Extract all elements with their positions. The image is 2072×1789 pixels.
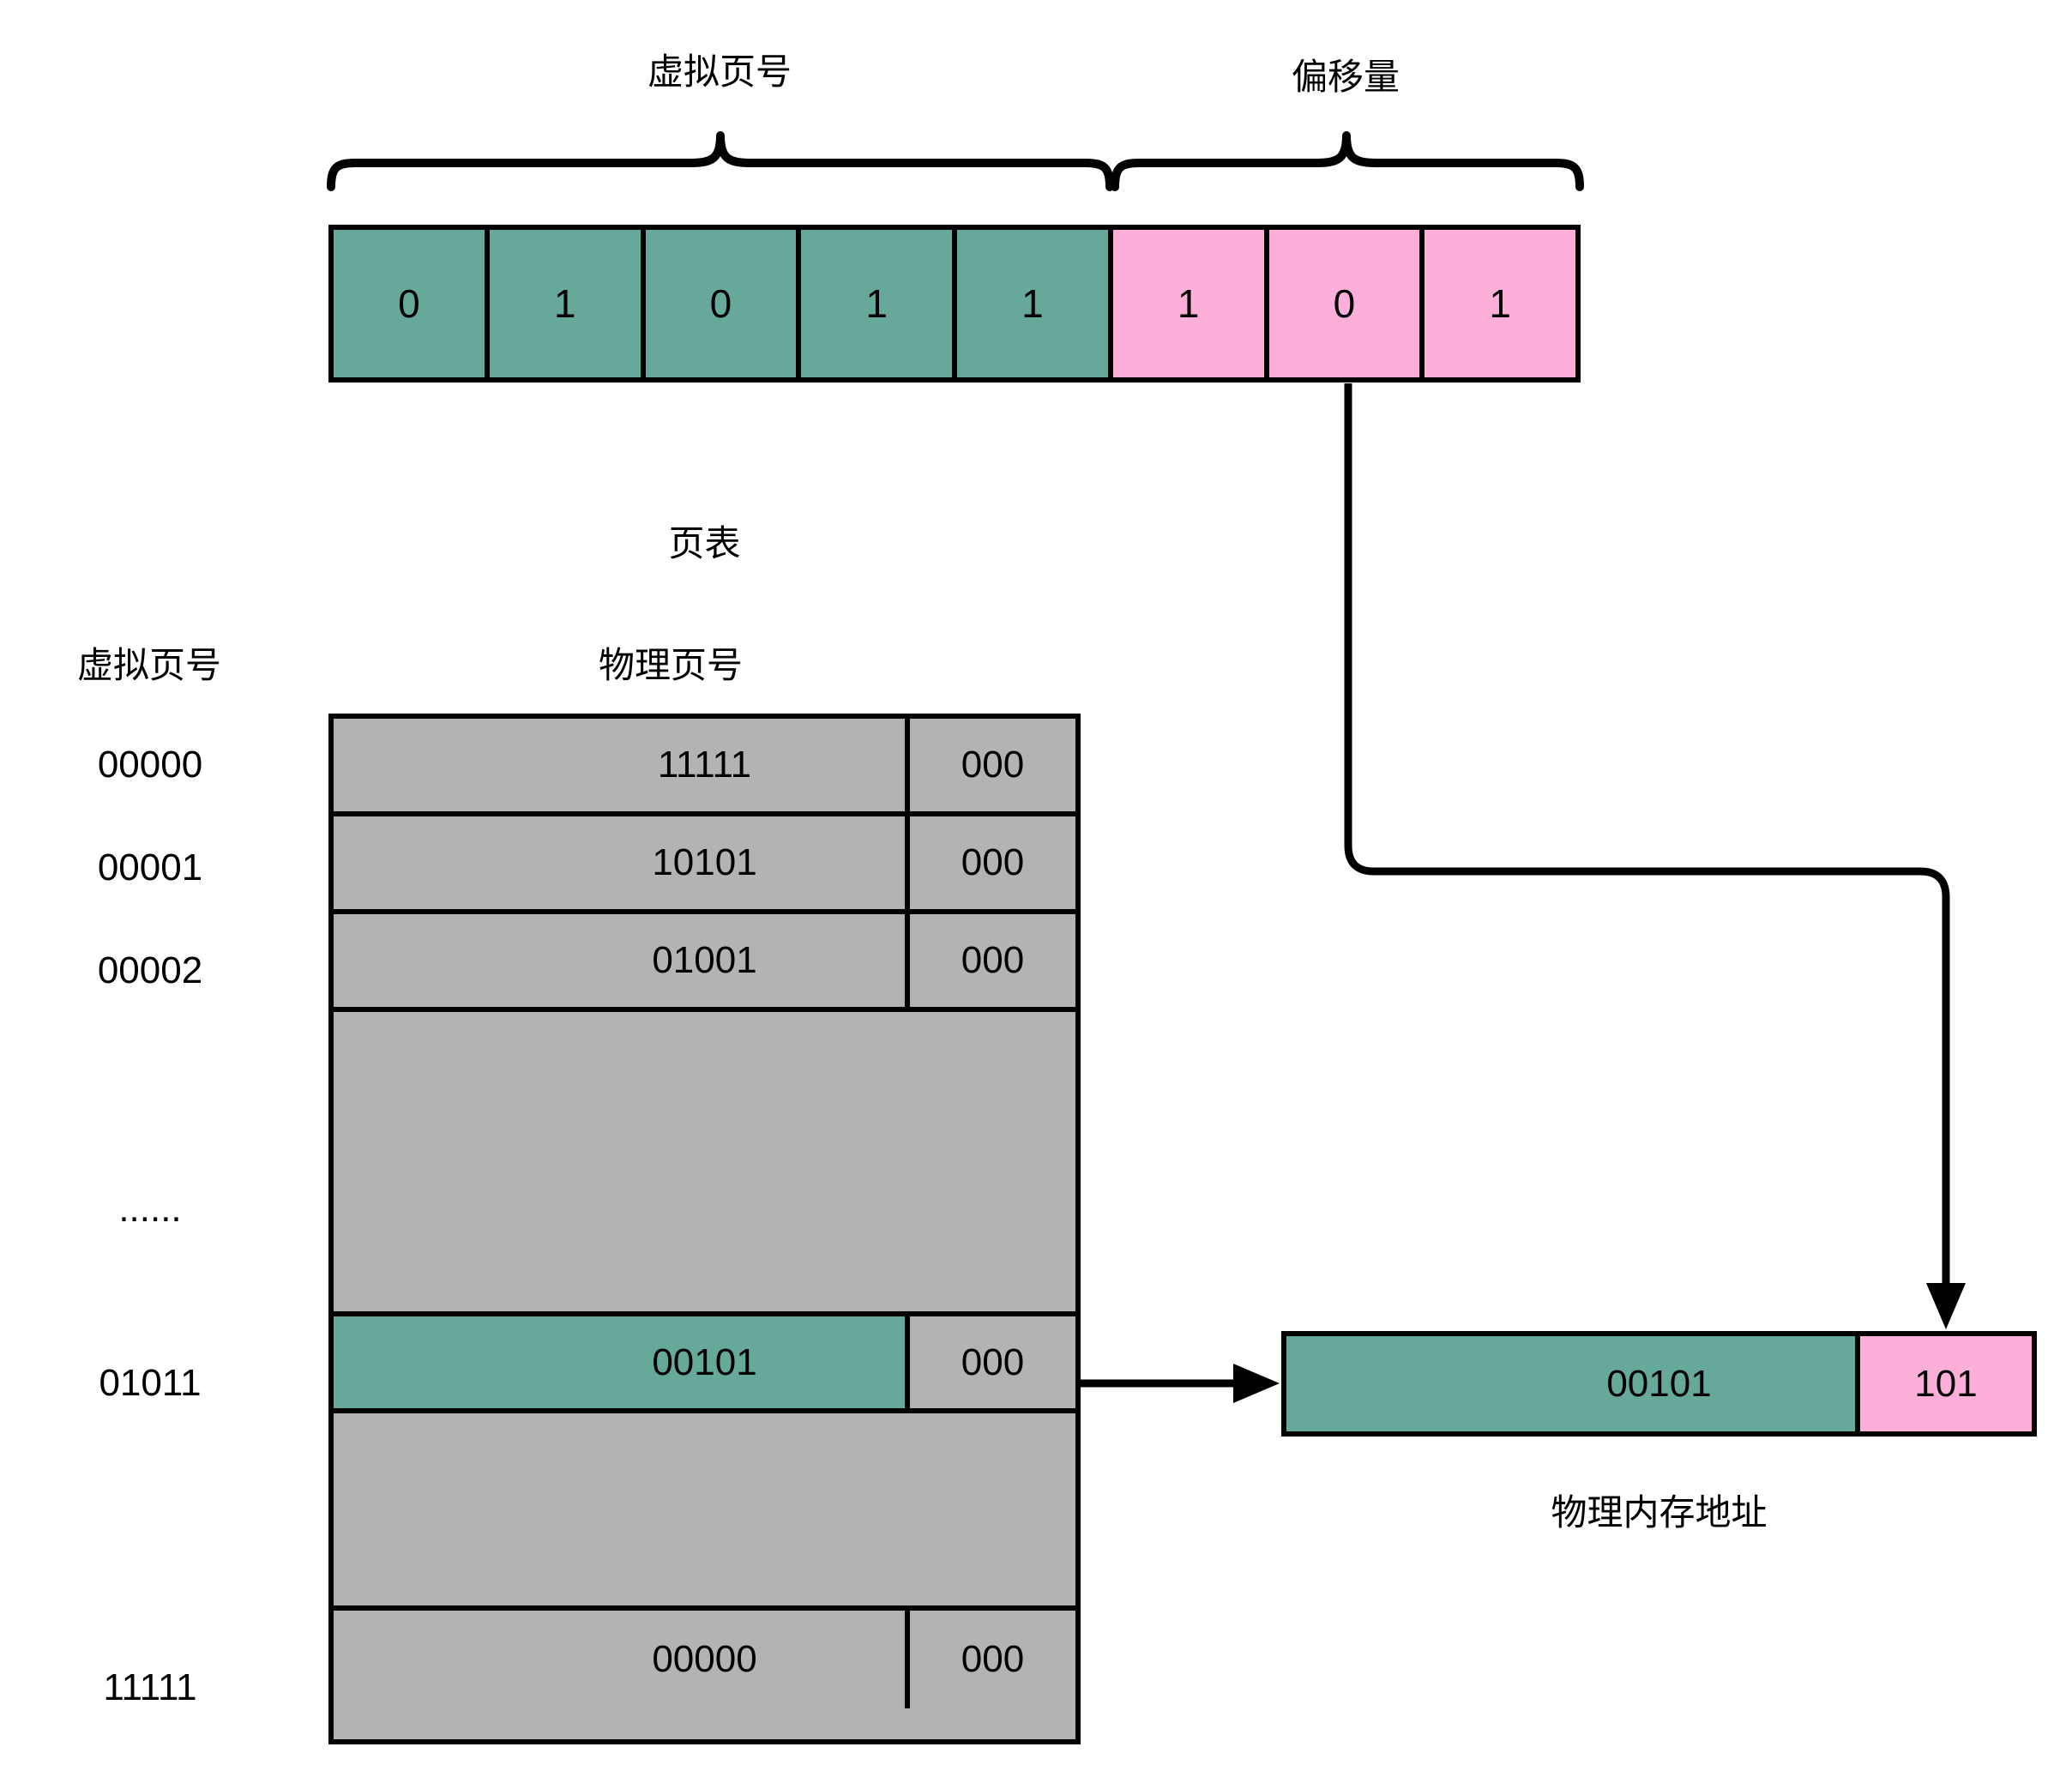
vpn-row-label: 00001 <box>97 846 203 888</box>
offset-brace <box>1111 131 1584 191</box>
virtual-address-bits: 0 1 0 1 1 1 0 1 <box>328 225 1581 382</box>
offset-bit-cell: 1 <box>1107 230 1264 377</box>
vpn-ellipsis-label: ...... <box>118 1188 182 1230</box>
low-bits-cell: 000 <box>905 816 1075 909</box>
offset-bit-cell: 1 <box>1419 230 1575 377</box>
ppn-cell <box>334 914 905 1007</box>
vpn-row-label: 00000 <box>97 744 203 786</box>
empty-cell <box>334 1012 1075 1311</box>
page-table-gap <box>334 1012 1075 1316</box>
ppn-cell <box>334 719 905 811</box>
ppn-cell <box>334 1611 905 1708</box>
virtual-page-number-label: 虚拟页号 <box>647 51 792 92</box>
page-table-row: 000 10101 <box>334 816 1075 914</box>
vpn-bit-cell: 1 <box>952 230 1108 377</box>
vpn-bit-cell: 1 <box>484 230 641 377</box>
vpn-bit-cell: 0 <box>640 230 797 377</box>
page-table-row: 000 11111 <box>334 719 1075 816</box>
ppn-cell <box>334 816 905 909</box>
offset-route-arrowhead <box>1926 1283 1966 1329</box>
vpn-row-label: 01011 <box>99 1362 202 1404</box>
offset-route-arrow-line <box>1344 383 1950 1285</box>
offset-label: 偏移量 <box>1291 57 1400 97</box>
page-table: 000 11111 000 10101 000 01001 000 00101 … <box>328 714 1081 1744</box>
table-to-physical-arrowhead <box>1233 1364 1280 1403</box>
page-table-row: 000 00000 <box>334 1611 1075 1708</box>
vpn-bit-cell: 0 <box>334 230 485 377</box>
vpn-row-label: 11111 <box>103 1666 197 1708</box>
vpn-brace <box>327 131 1114 191</box>
physical-frame-cell <box>1286 1336 1855 1431</box>
page-table-row-highlighted: 000 00101 <box>334 1316 1075 1413</box>
page-table-title: 页表 <box>668 523 741 563</box>
low-bits-cell: 000 <box>905 1316 1075 1408</box>
page-table-gap <box>334 1413 1075 1611</box>
column-header-physical-page: 物理页号 <box>598 645 743 685</box>
offset-bit-cell: 0 <box>1263 230 1420 377</box>
vpn-bit-cell: 1 <box>796 230 952 377</box>
vpn-row-label: 00002 <box>97 949 203 991</box>
low-bits-cell: 000 <box>905 914 1075 1007</box>
low-bits-cell: 000 <box>905 1611 1075 1708</box>
low-bits-cell: 000 <box>905 719 1075 811</box>
physical-offset-cell: 101 <box>1855 1336 2032 1431</box>
physical-address-label: 物理内存地址 <box>1551 1492 1768 1533</box>
column-header-virtual-page: 虚拟页号 <box>76 645 221 685</box>
page-table-row: 000 01001 <box>334 914 1075 1012</box>
empty-cell <box>334 1413 1075 1605</box>
ppn-cell-highlighted <box>334 1316 905 1408</box>
physical-address-box: 101 00101 <box>1281 1331 2037 1437</box>
